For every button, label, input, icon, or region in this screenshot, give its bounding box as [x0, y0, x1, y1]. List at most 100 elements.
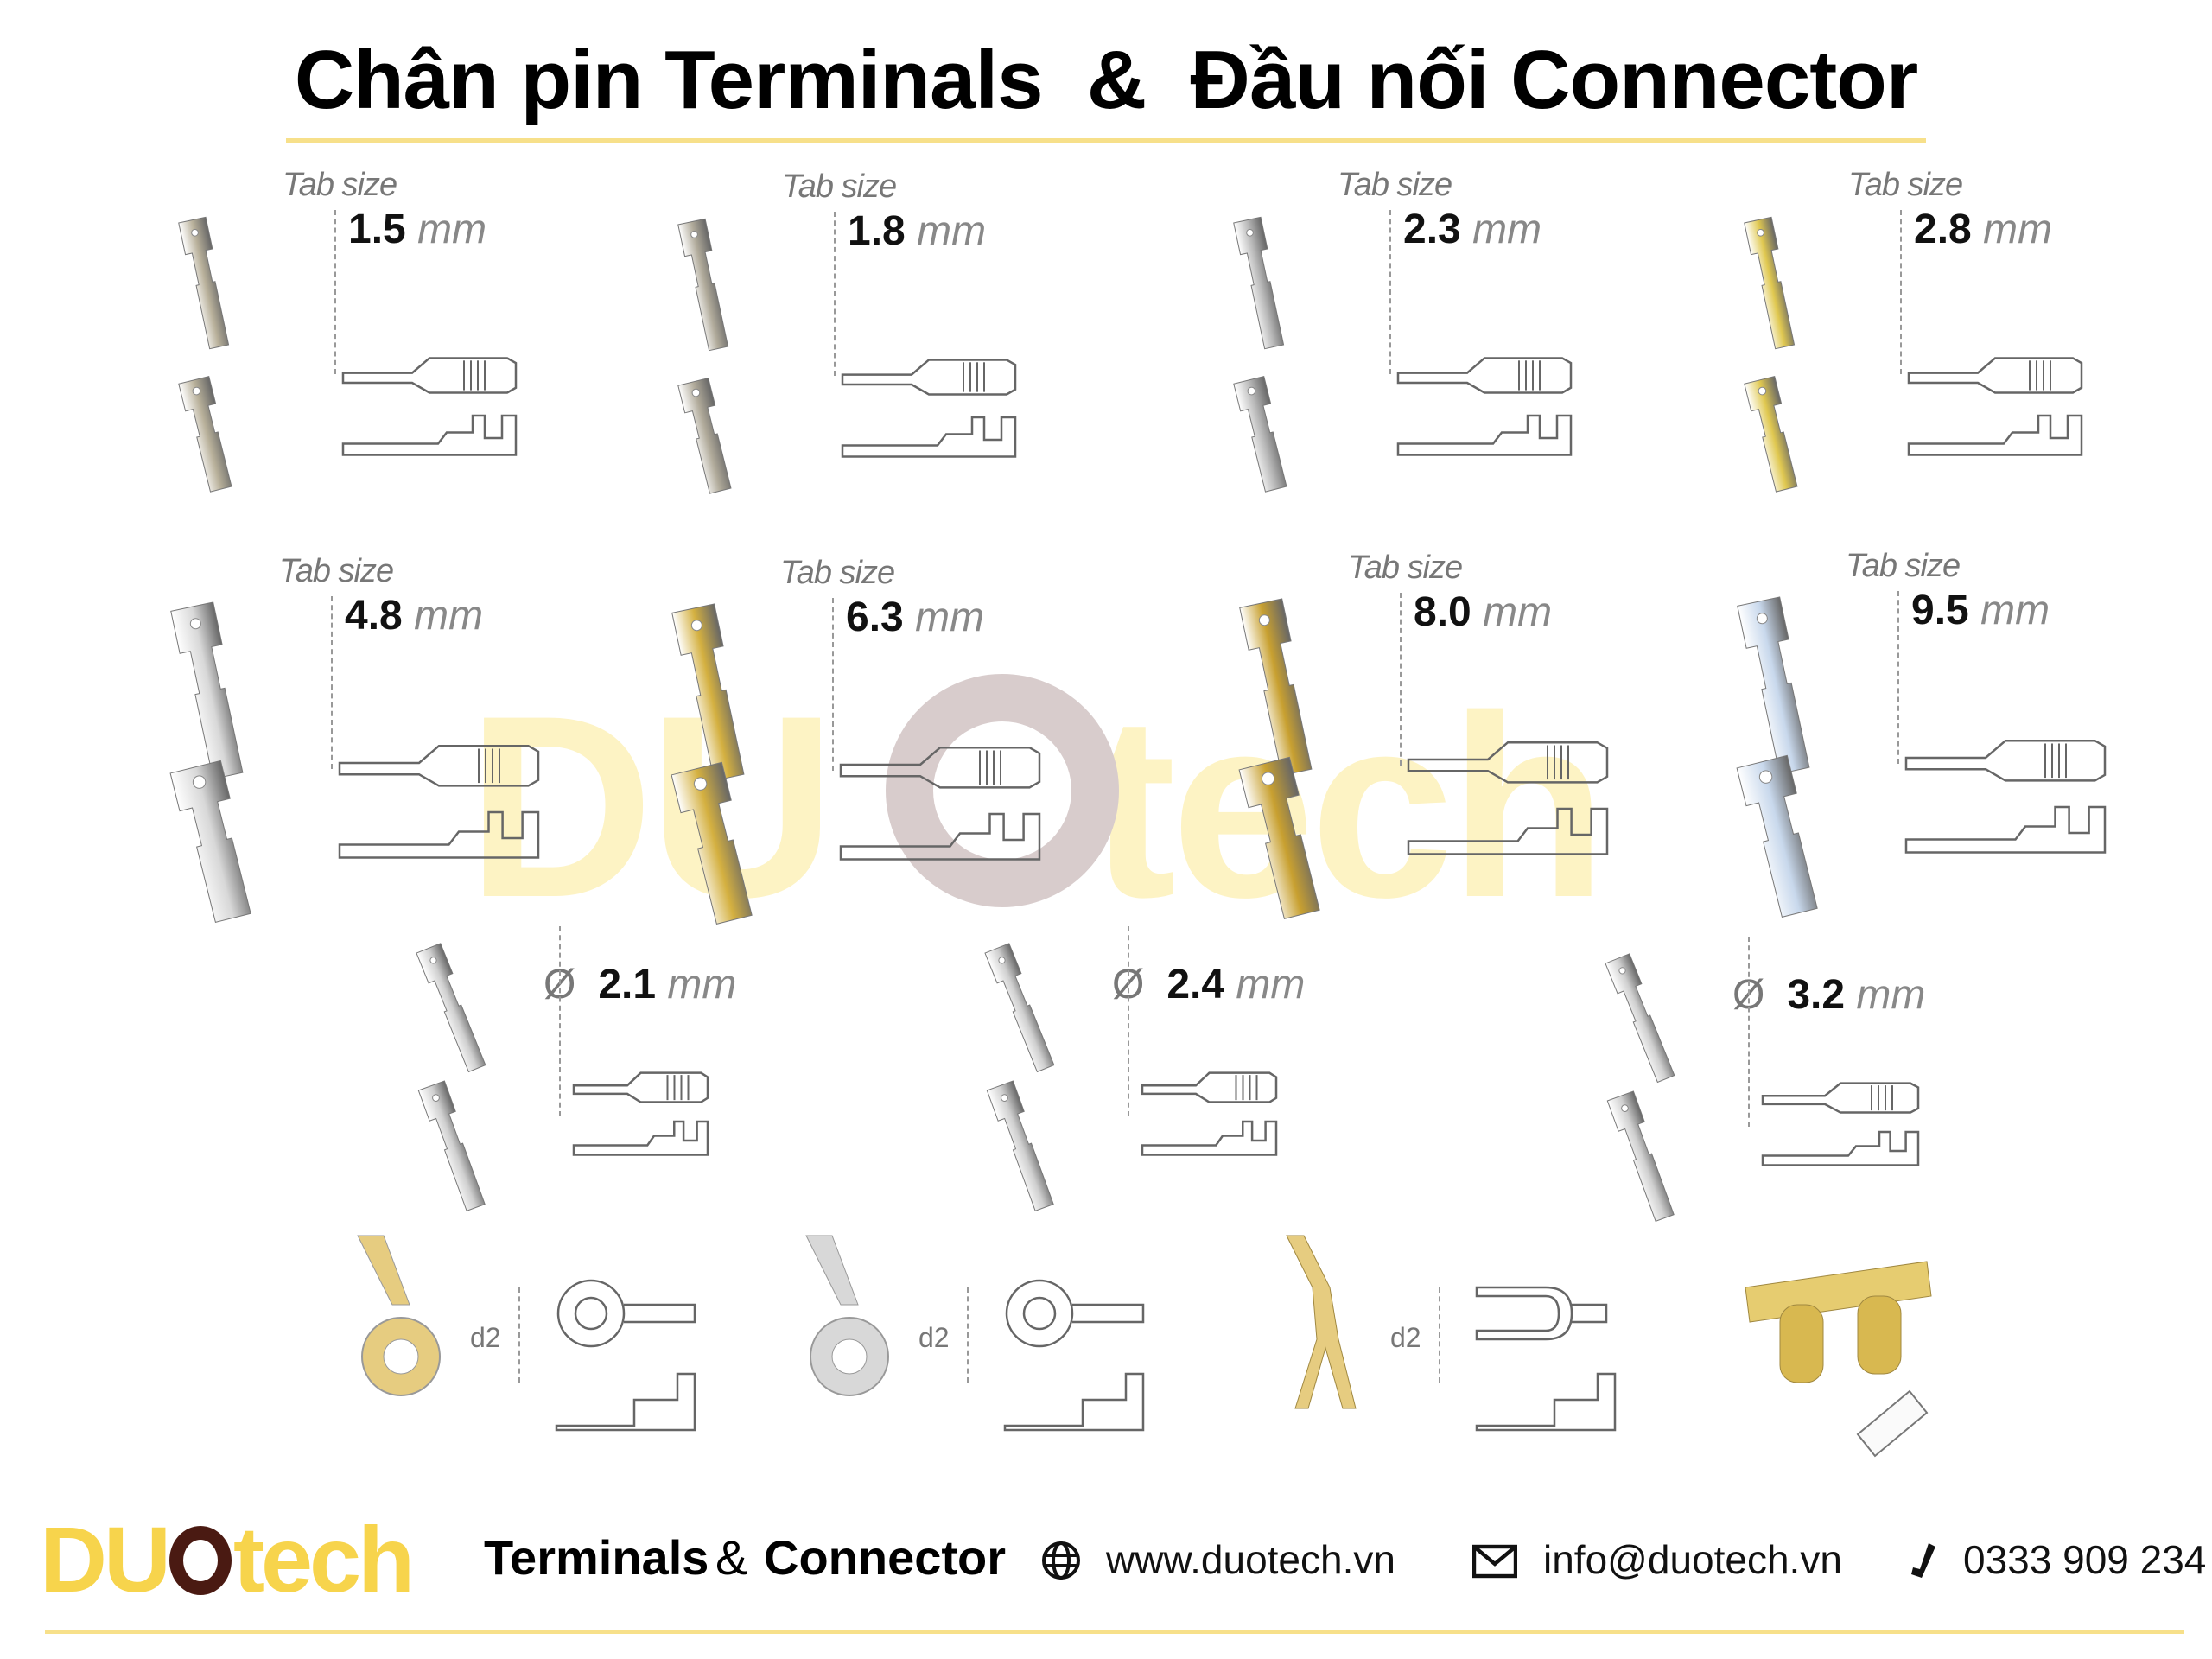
tab-size-label: Tab size — [782, 168, 897, 205]
logo-text: DU — [40, 1507, 171, 1611]
terminal-photo-male — [1239, 598, 1313, 777]
round-pin-drawing — [572, 1071, 709, 1156]
fork-terminal-drawing — [1475, 1286, 1617, 1432]
tab-size-6.3: 6.3 mm — [846, 594, 984, 641]
tab-size-2.8: 2.8 mm — [1914, 206, 2052, 253]
round-pin-drawing — [1761, 1082, 1920, 1166]
globe-icon — [1042, 1541, 1080, 1580]
fork-terminal-photo — [1286, 1235, 1357, 1409]
watermark: DU tech — [467, 657, 1607, 956]
tab-size-1.8: 1.8 mm — [848, 207, 986, 255]
terminal-photo-male — [677, 218, 729, 352]
dimension-line — [1389, 210, 1391, 374]
terminal-photo-female — [178, 375, 232, 493]
size-unit: mm — [1236, 962, 1306, 1007]
d2-label: d2 — [1390, 1322, 1421, 1353]
tagline-amp: & — [715, 1530, 748, 1585]
tab-size-1.5: 1.5 mm — [348, 206, 486, 253]
d2-label: d2 — [918, 1322, 950, 1353]
tab-size-label: Tab size — [1848, 167, 1963, 203]
size-value: 1.5 — [348, 207, 406, 252]
footer-line — [45, 1630, 2184, 1634]
tagline-connector: Connector — [764, 1530, 1006, 1585]
size-unit: mm — [1856, 972, 1926, 1018]
size-value: 9.5 — [1911, 588, 1969, 633]
size-unit: mm — [1980, 588, 2050, 633]
terminal-drawing — [841, 359, 1017, 458]
round-pin-photo-female — [1606, 1090, 1675, 1222]
size-value: 3.2 — [1787, 972, 1846, 1018]
page-title: Chân pin Terminals & Đầu nối Connector — [294, 34, 1918, 126]
ring-terminal-photo — [357, 1235, 441, 1396]
round-pin-photo-female — [986, 1080, 1054, 1211]
terminal-photo-female — [1238, 756, 1320, 920]
round-pin-photo-male — [1605, 953, 1675, 1084]
terminal-photo-female — [169, 760, 251, 924]
star-ring-terminal-photo — [805, 1235, 889, 1396]
tab-size-label: Tab size — [1348, 550, 1463, 586]
terminal-drawing — [338, 744, 540, 859]
size-value: 2.4 — [1166, 962, 1225, 1007]
terminal-photo-male — [178, 216, 230, 350]
size-unit: mm — [1983, 207, 2053, 252]
terminal-photo-male — [671, 603, 745, 782]
duotech-logo: DU tech — [40, 1505, 415, 1613]
phone-link[interactable]: 0333 909 234 — [1963, 1537, 2207, 1582]
tagline-terminals: Terminals — [484, 1530, 709, 1585]
round-pin-drawing — [1141, 1071, 1278, 1156]
size-unit: mm — [1483, 589, 1553, 635]
tab-size-label: Tab size — [283, 167, 397, 203]
terminal-photo-female — [671, 761, 753, 925]
terminal-photo-male — [1737, 596, 1810, 775]
dimension-line — [1128, 926, 1129, 1116]
dimension-line — [1897, 591, 1899, 764]
size-unit: mm — [414, 593, 484, 639]
size-unit: mm — [1472, 207, 1542, 252]
connector-housing-photo — [1745, 1261, 1932, 1458]
tab-size-label: Tab size — [1846, 548, 1961, 584]
size-unit: mm — [915, 594, 985, 640]
tab-size-2.3: 2.3 mm — [1403, 206, 1541, 253]
round-pin-photo-female — [417, 1080, 486, 1211]
dimension-line — [334, 210, 336, 374]
terminal-drawing — [839, 746, 1041, 861]
dimension-line — [559, 926, 561, 1116]
tab-size-9.5: 9.5 mm — [1911, 587, 2050, 634]
tab-size-8.0: 8.0 mm — [1414, 588, 1552, 636]
terminal-drawing — [1407, 741, 1609, 855]
terminal-photo-male — [1233, 216, 1285, 350]
dimension-line — [1748, 937, 1750, 1127]
terminal-photo-female — [1736, 754, 1818, 918]
terminal-drawing — [1396, 357, 1573, 456]
size-value: 4.8 — [345, 593, 403, 639]
size-value: 8.0 — [1414, 589, 1471, 635]
terminal-photo-female — [677, 377, 732, 494]
logo-o-icon — [169, 1526, 232, 1595]
size-unit: mm — [667, 962, 737, 1007]
title-underline — [286, 138, 1926, 143]
size-value: 2.1 — [598, 962, 657, 1007]
watermark-text: DU — [467, 661, 836, 951]
round-pin-photo-male — [416, 943, 486, 1073]
dimension-line — [331, 596, 333, 769]
star-ring-terminal-drawing — [1003, 1279, 1145, 1432]
phone-icon — [1911, 1543, 1936, 1578]
round-pin-photo-male — [984, 943, 1055, 1073]
tab-size-label: Tab size — [780, 555, 895, 591]
size-unit: mm — [917, 208, 987, 254]
email-link[interactable]: info@duotech.vn — [1543, 1537, 1842, 1582]
dimension-line — [832, 598, 834, 771]
size-value: 2.3 — [1403, 207, 1461, 252]
dimension-line — [1439, 1287, 1440, 1382]
watermark-text: tech — [1090, 661, 1607, 951]
website-link[interactable]: www.duotech.vn — [1106, 1537, 1395, 1582]
d2-label: d2 — [470, 1322, 501, 1353]
size-value: 1.8 — [848, 208, 906, 254]
terminal-drawing — [341, 357, 518, 456]
dimension-line — [834, 212, 836, 376]
logo-text: tech — [233, 1507, 415, 1611]
terminal-photo-female — [1744, 375, 1798, 493]
